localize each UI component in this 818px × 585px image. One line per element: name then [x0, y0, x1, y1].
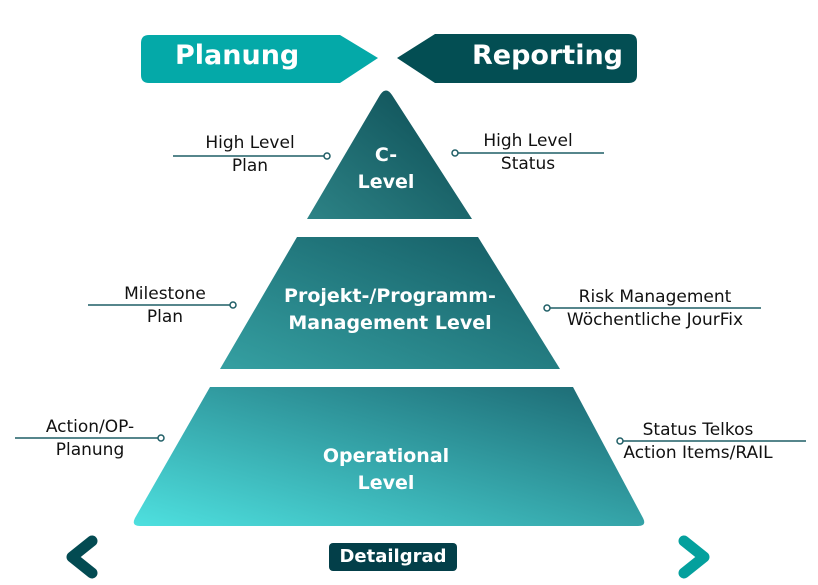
title-line: Operational	[322, 445, 450, 467]
operational-right-note: Status Telkos Action Items/RAIL	[618, 419, 778, 465]
planung-banner	[141, 35, 378, 83]
note-line: Action/OP-	[45, 417, 135, 437]
note-line: High Level	[205, 133, 295, 153]
detailgrad-label: Detailgrad	[329, 543, 457, 571]
management-left-note: Milestone Plan	[95, 283, 235, 329]
note-line: High Level	[483, 131, 573, 151]
title-line: C-	[374, 144, 398, 166]
operational-level-trapezoid	[133, 387, 645, 526]
management-right-note: Risk Management Wöchentliche JourFix	[545, 286, 765, 332]
note-line: Risk Management	[578, 287, 732, 307]
note-line: Status Telkos	[642, 420, 754, 440]
note-line: Planung	[55, 440, 125, 460]
planung-label: Planung	[175, 40, 300, 71]
note-line: Plan	[231, 156, 269, 176]
operational-left-note: Action/OP- Planung	[20, 416, 160, 462]
note-line: Status	[500, 154, 556, 174]
note-line: Milestone	[124, 284, 206, 304]
c-level-triangle	[307, 90, 472, 219]
title-line: Management Level	[288, 312, 492, 334]
c-level-title: C- Level	[326, 142, 446, 196]
reporting-banner	[397, 34, 637, 83]
operational-level-title: Operational Level	[286, 443, 486, 497]
title-line: Projekt-/Programm-	[284, 285, 496, 307]
title-line: Level	[357, 171, 415, 193]
note-line: Plan	[146, 307, 184, 327]
management-level-trapezoid	[220, 237, 560, 369]
note-line: Action Items/RAIL	[623, 443, 773, 463]
management-level-title: Projekt-/Programm- Management Level	[240, 283, 540, 337]
title-line: Level	[357, 472, 415, 494]
note-line: Wöchentliche JourFix	[566, 310, 744, 330]
reporting-label: Reporting	[472, 40, 624, 71]
c-level-left-note: High Level Plan	[180, 132, 320, 178]
c-level-right-note: High Level Status	[458, 130, 598, 176]
